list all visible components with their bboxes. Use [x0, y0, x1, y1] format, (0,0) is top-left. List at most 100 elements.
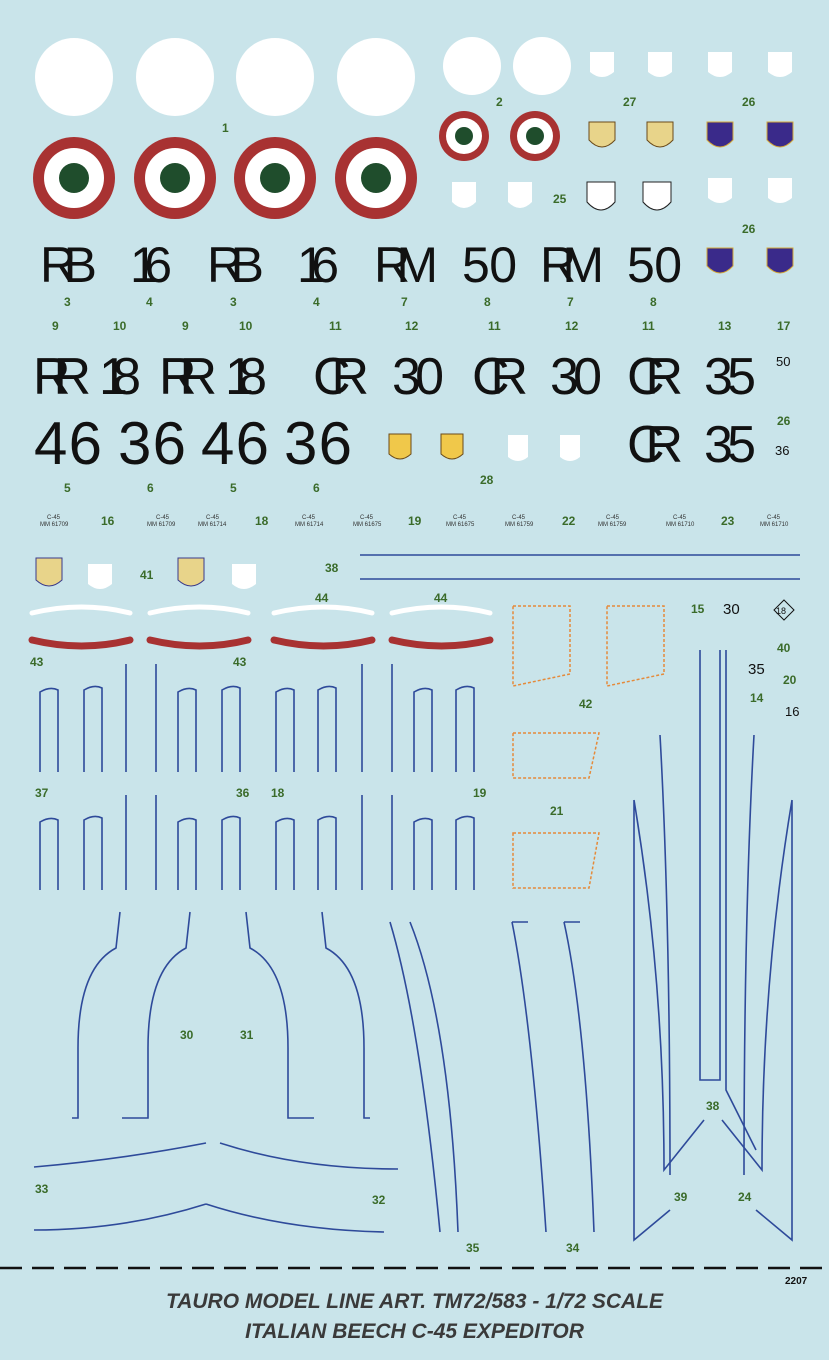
- svg-text:18: 18: [225, 348, 267, 406]
- svg-text:11: 11: [642, 319, 655, 333]
- small-code-36: 36: [775, 443, 789, 458]
- svg-text:3: 3: [64, 295, 71, 309]
- codes-row1-numbers: 3 4 3 4 7 8 7 8: [64, 295, 657, 309]
- svg-text:MM 61710: MM 61710: [666, 522, 695, 528]
- svg-text:8: 8: [650, 295, 657, 309]
- svg-text:30: 30: [723, 601, 740, 618]
- roundel-large-1: [33, 137, 115, 219]
- svg-text:MM 61709: MM 61709: [147, 522, 176, 528]
- white-shields: [88, 52, 792, 589]
- svg-text:22: 22: [562, 514, 576, 528]
- code-16-2: 16: [297, 237, 339, 293]
- svg-text:26: 26: [742, 222, 756, 236]
- decal-number-labels: 1 2 27 26 25 26 26 28 16 18 19 22 23 41 …: [30, 95, 797, 1255]
- svg-text:33: 33: [35, 1182, 49, 1196]
- svg-text:CR: CR: [627, 348, 683, 406]
- svg-text:MM 61675: MM 61675: [446, 522, 475, 528]
- svg-text:35: 35: [466, 1241, 480, 1255]
- code-rm-2: RM: [540, 237, 604, 293]
- svg-text:43: 43: [233, 655, 247, 669]
- svg-text:RR: RR: [159, 348, 217, 406]
- svg-text:5: 5: [230, 481, 237, 495]
- sheet-title-line1: TAURO MODEL LINE ART. TM72/583 - 1/72 SC…: [165, 1290, 664, 1313]
- svg-text:4: 4: [313, 295, 320, 309]
- svg-text:MM 61675: MM 61675: [353, 522, 382, 528]
- svg-text:30: 30: [392, 348, 444, 406]
- svg-text:31: 31: [240, 1028, 254, 1042]
- svg-text:MM 61759: MM 61759: [598, 522, 627, 528]
- svg-text:9: 9: [52, 319, 59, 333]
- svg-text:25: 25: [553, 192, 567, 206]
- svg-text:C-45: C-45: [360, 515, 374, 521]
- svg-text:8: 8: [484, 295, 491, 309]
- svg-text:26: 26: [742, 95, 756, 109]
- diamond-marker-icon: [773, 599, 795, 621]
- code-rb-1: RB: [40, 237, 97, 293]
- svg-text:C-45: C-45: [673, 515, 687, 521]
- svg-text:11: 11: [488, 319, 501, 333]
- roundel-large-4: [335, 137, 417, 219]
- svg-text:13: 13: [718, 319, 732, 333]
- svg-text:38: 38: [706, 1099, 720, 1113]
- code-50-1: 50: [462, 237, 517, 293]
- svg-text:C-45: C-45: [453, 515, 467, 521]
- sheet-title-line2: ITALIAN BEECH C-45 EXPEDITOR: [245, 1320, 584, 1343]
- svg-text:36: 36: [118, 410, 186, 477]
- svg-text:30: 30: [180, 1028, 194, 1042]
- small-code-50: 50: [776, 354, 790, 369]
- svg-text:23: 23: [721, 514, 735, 528]
- svg-text:11: 11: [329, 319, 342, 333]
- svg-text:16: 16: [785, 704, 799, 719]
- code-rb-2: RB: [207, 237, 264, 293]
- codes-row2-numbers: 9 10 9 10 11 12 11 12 11 13 17: [52, 319, 791, 333]
- svg-text:38: 38: [325, 561, 339, 575]
- svg-text:7: 7: [567, 295, 574, 309]
- svg-text:27: 27: [623, 95, 637, 109]
- svg-text:41: 41: [140, 568, 154, 582]
- svg-text:RR: RR: [33, 348, 91, 406]
- code-16-1: 16: [130, 237, 172, 293]
- svg-text:6: 6: [313, 481, 320, 495]
- italian-roundels: [33, 111, 560, 219]
- svg-text:44: 44: [315, 591, 329, 605]
- svg-text:MM 61710: MM 61710: [760, 522, 789, 528]
- svg-text:CR: CR: [627, 416, 683, 474]
- svg-text:2: 2: [496, 95, 503, 109]
- arc-stripes: [28, 604, 494, 650]
- svg-text:21: 21: [550, 804, 564, 818]
- svg-text:30: 30: [550, 348, 602, 406]
- svg-text:36: 36: [236, 786, 250, 800]
- svg-text:19: 19: [473, 786, 487, 800]
- svg-text:18: 18: [255, 514, 269, 528]
- svg-text:4: 4: [146, 295, 153, 309]
- svg-text:24: 24: [738, 1190, 752, 1204]
- svg-text:32: 32: [372, 1193, 386, 1207]
- svg-text:MM 61709: MM 61709: [40, 522, 69, 528]
- svg-text:1: 1: [222, 121, 229, 135]
- frame-lines: [33, 650, 793, 1242]
- svg-text:10: 10: [239, 319, 253, 333]
- svg-text:6: 6: [147, 481, 154, 495]
- roundel-large-3: [234, 137, 316, 219]
- svg-text:MM 61714: MM 61714: [295, 522, 324, 528]
- roundel-large-2: [134, 137, 216, 219]
- svg-text:3: 3: [230, 295, 237, 309]
- unit-crests: [35, 121, 794, 587]
- svg-text:26: 26: [777, 414, 791, 428]
- svg-text:14: 14: [750, 691, 764, 705]
- svg-text:C-45: C-45: [512, 515, 526, 521]
- svg-text:28: 28: [480, 473, 494, 487]
- svg-text:MM 61714: MM 61714: [198, 522, 227, 528]
- svg-text:35: 35: [704, 416, 756, 474]
- svg-text:12: 12: [565, 319, 579, 333]
- svg-text:CR: CR: [313, 348, 369, 406]
- sheet-code: 2207: [785, 1276, 808, 1287]
- code-rm-1: RM: [374, 237, 438, 293]
- codes-row3-numbers: 5 6 5 6: [64, 481, 320, 495]
- svg-text:C-45: C-45: [302, 515, 316, 521]
- svg-text:18: 18: [271, 786, 285, 800]
- codes-row3-cr35: CR 35: [627, 416, 756, 474]
- svg-text:42: 42: [579, 697, 593, 711]
- codes-row3: 46 36 46 36: [34, 410, 352, 477]
